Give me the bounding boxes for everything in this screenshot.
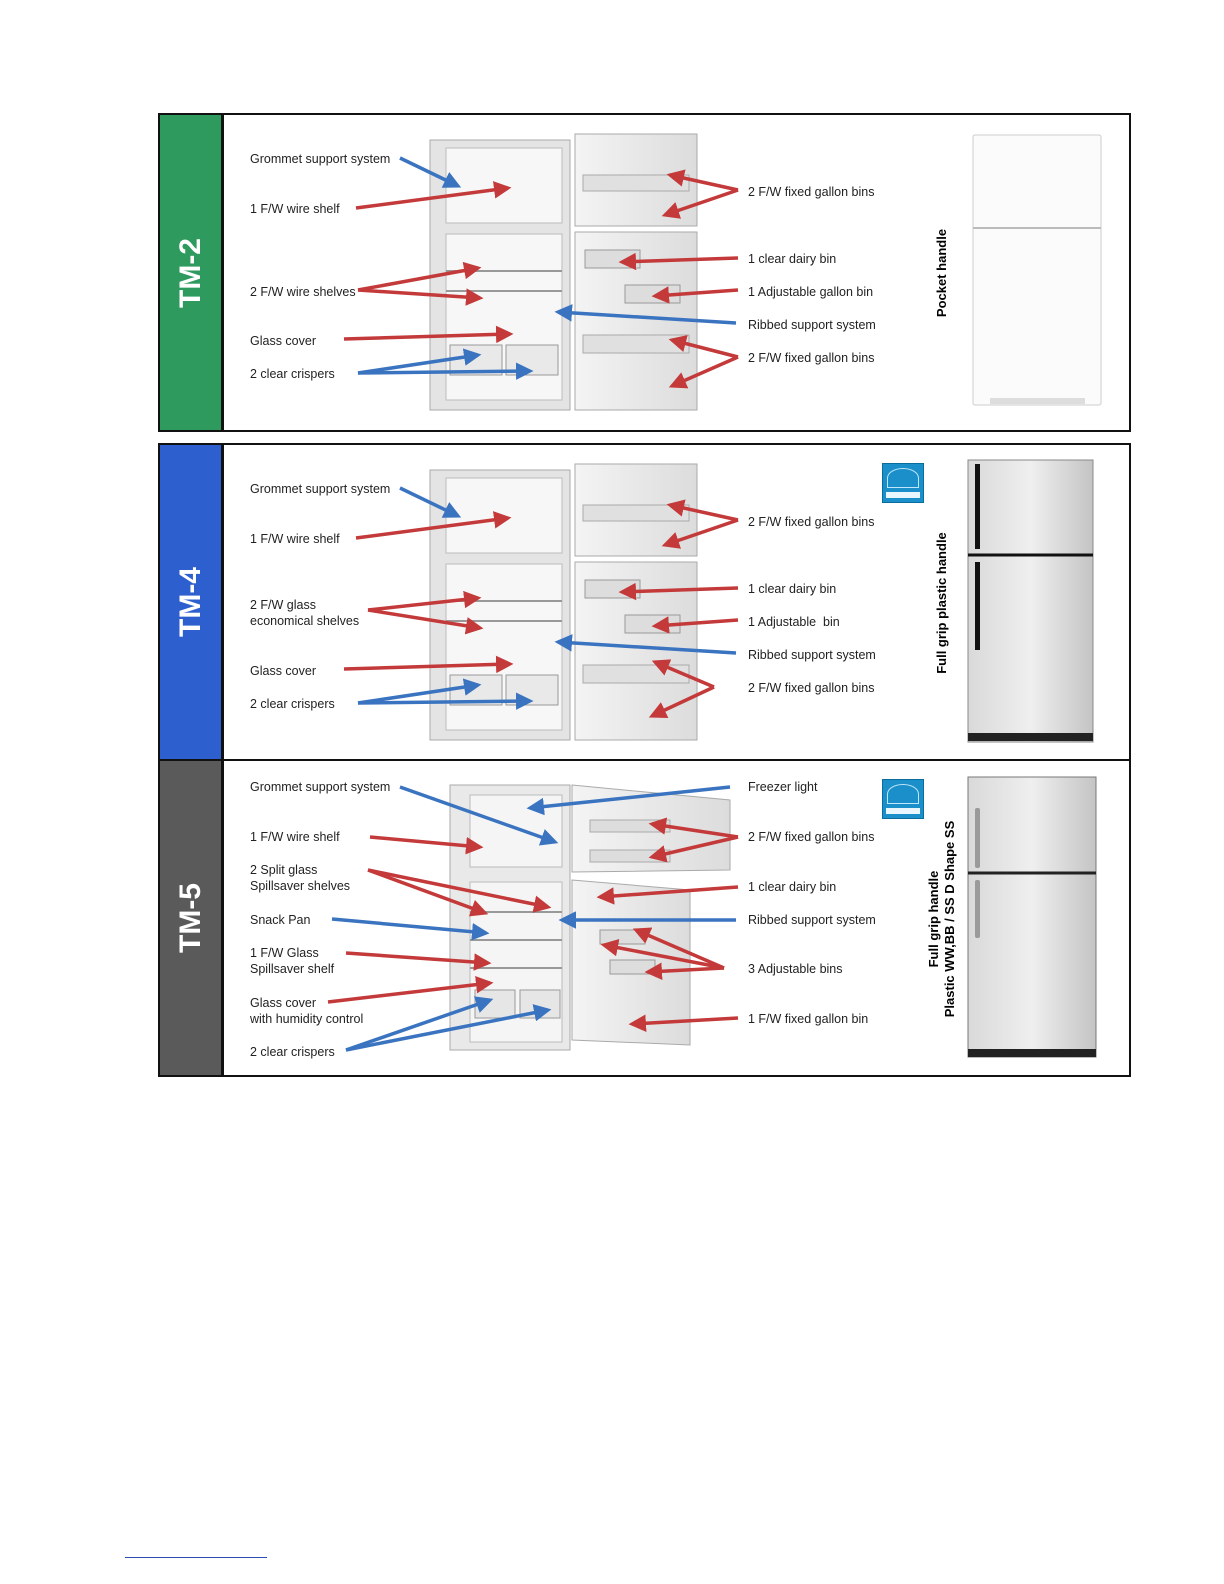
energy-star-logo — [882, 463, 924, 503]
closed-fridge-tm-5 — [967, 776, 1097, 1058]
label-right: 2 F/W fixed gallon bins — [748, 185, 875, 199]
label-left: 2 clear crispers — [250, 367, 335, 381]
label-left: Glass cover with humidity control — [250, 996, 364, 1026]
label-right: 1 F/W fixed gallon bin — [748, 1012, 869, 1026]
label-right: 2 F/W fixed gallon bins — [748, 351, 875, 365]
label-left: Grommet support system — [250, 482, 391, 496]
label-left: Glass cover — [250, 664, 316, 678]
closed-fridge-tm-2 — [972, 134, 1102, 406]
callout-arrows-tm-2 — [343, 156, 739, 389]
label-right: 1 Adjustable gallon bin — [748, 285, 874, 299]
label-left: Grommet support system — [250, 152, 391, 166]
label-right: 2 F/W fixed gallon bins — [748, 830, 875, 844]
open-fridge-tm-2 — [429, 133, 698, 411]
model-band-tm-4: TM-4 — [160, 445, 224, 759]
label-right: Freezer light — [748, 780, 818, 794]
label-left: 2 F/W glass economical shelves — [250, 598, 360, 628]
label-right: 3 Adjustable bins — [748, 962, 843, 976]
label-left: 1 F/W wire shelf — [250, 830, 340, 844]
label-right: 1 Adjustable bin — [748, 615, 840, 629]
open-fridge-tm-5 — [449, 784, 731, 1051]
callout-arrows-tm-4 — [343, 486, 739, 718]
model-band-tm-2: TM-2 — [160, 115, 224, 430]
open-fridge-tm-4 — [429, 463, 698, 741]
energy-star-logo — [882, 779, 924, 819]
label-right: 1 clear dairy bin — [748, 880, 837, 894]
label-left: 1 F/W wire shelf — [250, 202, 340, 216]
label-right: Ribbed support system — [748, 913, 876, 927]
label-left: 1 F/W Glass Spillsaver shelf — [250, 946, 335, 976]
label-left: Grommet support system — [250, 780, 391, 794]
label-left: Snack Pan — [250, 913, 311, 927]
label-right: Ribbed support system — [748, 648, 876, 662]
label-left: 2 clear crispers — [250, 697, 335, 711]
closed-fridge-tm-4 — [967, 459, 1094, 743]
label-left: 1 F/W wire shelf — [250, 532, 340, 546]
label-left: 2 clear crispers — [250, 1045, 335, 1059]
label-left: 2 Split glass Spillsaver shelves — [250, 863, 351, 893]
label-right: 2 F/W fixed gallon bins — [748, 515, 875, 529]
label-left: Glass cover — [250, 334, 316, 348]
label-right: Ribbed support system — [748, 318, 876, 332]
model-band-tm-5: TM-5 — [160, 761, 224, 1075]
label-right: 2 F/W fixed gallon bins — [748, 681, 875, 695]
callout-arrows-tm-5 — [327, 785, 739, 1052]
footnote-rule — [125, 1557, 267, 1558]
label-right: 1 clear dairy bin — [748, 582, 837, 596]
label-right: 1 clear dairy bin — [748, 252, 837, 266]
label-left: 2 F/W wire shelves — [250, 285, 356, 299]
